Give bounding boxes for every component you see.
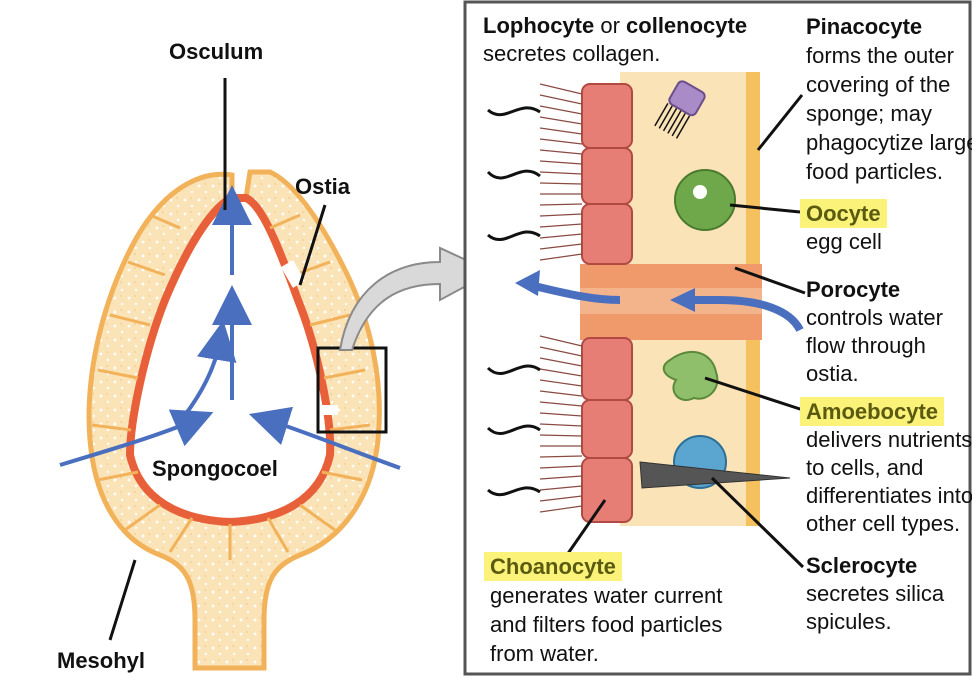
pinacocyte-name: Pinacocyte (806, 14, 923, 39)
amoebocyte-desc-4: other cell types. (806, 511, 961, 536)
amoebocyte-cell (662, 351, 719, 401)
choanocyte-column-top (581, 83, 633, 265)
porocyte-desc-1: controls water (806, 305, 943, 330)
mesohyl-label: Mesohyl (57, 648, 146, 673)
pinacocyte-desc-3: sponge; may (806, 101, 932, 126)
choanocyte-desc-3: from water. (490, 641, 599, 666)
lophocyte-desc: secretes collagen. (483, 41, 661, 66)
choanocyte-column-bottom (581, 337, 633, 523)
sclerocyte-name: Sclerocyte (806, 553, 918, 578)
porocyte-desc-2: flow through (806, 333, 926, 358)
lophocyte-cell (654, 80, 706, 139)
amoebocyte-desc-1: delivers nutrients (806, 427, 972, 452)
lophocyte-or: or (594, 13, 627, 38)
choanocyte-desc-1: generates water current (490, 583, 723, 608)
oocyte-desc: egg cell (806, 229, 882, 254)
detail-panel (463, 0, 972, 676)
choanocyte-desc-2: and filters food particles (490, 612, 723, 637)
osculum-label: Osculum (169, 39, 264, 64)
amoebocyte-block: Amoebocyte delivers nutrients to cells, … (800, 397, 972, 538)
oocyte-block: Oocyte egg cell (800, 199, 887, 256)
pinacocyte-desc-1: forms the outer (806, 43, 954, 68)
ostia-label: Ostia (295, 174, 351, 199)
choanocyte-name: Choanocyte (484, 552, 622, 581)
lophocyte-name: Lophocyte (483, 13, 595, 38)
collenocyte-name: collenocyte (626, 13, 748, 38)
pinacocyte-desc-2: covering of the (806, 72, 951, 97)
oocyte-cell (674, 169, 736, 231)
sclerocyte-block: Sclerocyte secretes silica spicules. (806, 552, 944, 636)
sponge-body (59, 78, 495, 671)
choanocyte-block: Choanocyte generates water current and f… (484, 552, 723, 668)
lophocyte-label: Lophocyte or collenocyte (483, 12, 747, 40)
amoebocyte-desc-3: differentiates into (806, 483, 972, 508)
porocyte-desc-3: ostia. (806, 361, 859, 386)
pinacocyte-desc-4: phagocytize large (806, 130, 972, 155)
amoebocyte-name: Amoebocyte (800, 397, 945, 426)
amoebocyte-desc-2: to cells, and (806, 455, 924, 480)
sclerocyte-desc-1: secretes silica (806, 581, 945, 606)
porocyte-name: Porocyte (806, 277, 901, 302)
oocyte-name: Oocyte (800, 199, 887, 228)
spongocoel-label: Spongocoel (152, 456, 278, 481)
sclerocyte-desc-2: spicules. (806, 609, 892, 634)
pinacocyte-block: Pinacocyte forms the outer covering of t… (806, 12, 972, 186)
pinacocyte-desc-5: food particles. (806, 159, 943, 184)
porocyte-block: Porocyte controls water flow through ost… (806, 276, 943, 388)
